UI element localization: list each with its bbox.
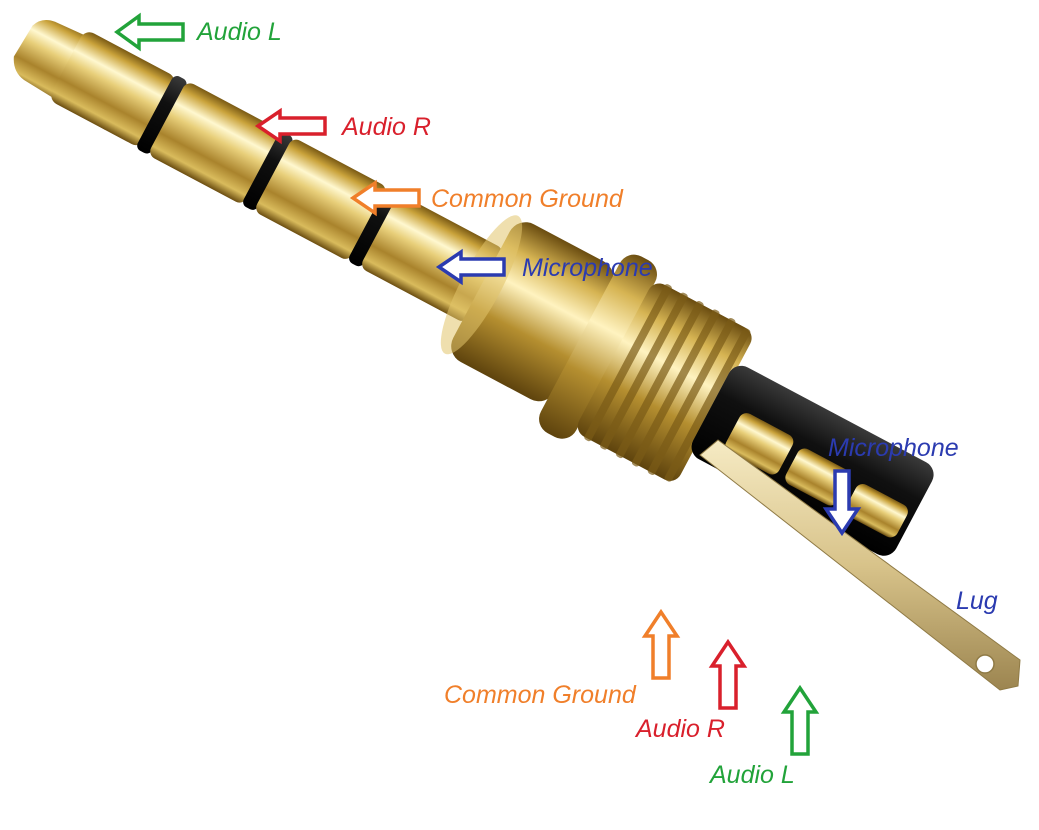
label-plug-ground: Common Ground [431, 185, 624, 213]
insulator-ring-1 [137, 76, 187, 154]
label-pin-audio-r: Audio R [634, 715, 725, 743]
up-arrow-icon [641, 608, 681, 680]
plug-flange [539, 254, 657, 439]
label-pin-microphone: Microphone [828, 434, 959, 462]
label-lug: Lug [956, 587, 998, 615]
label-plug-microphone: Microphone [522, 254, 653, 282]
up-arrow-icon [780, 684, 820, 756]
plug-ring-2 [256, 139, 386, 259]
up-arrow-icon [708, 638, 748, 710]
lug-hole [975, 654, 995, 674]
insulator-ring-3 [349, 188, 399, 267]
label-plug-audio-l: Audio L [195, 18, 282, 46]
left-arrow-icon [114, 12, 185, 52]
rear-pin-audio-l [845, 484, 908, 538]
plug-collar-face [440, 215, 523, 355]
plug-tip-section [51, 32, 175, 146]
plug-assembly [13, 20, 934, 556]
microphone-lug [699, 439, 1021, 691]
down-arrow-icon [822, 469, 862, 537]
left-arrow-icon [254, 107, 327, 145]
plug-thread [577, 283, 752, 482]
label-plug-audio-r: Audio R [340, 113, 431, 141]
left-arrow-icon [435, 248, 506, 286]
label-pin-audio-l: Audio L [708, 761, 795, 789]
insulator-ring-2 [243, 132, 293, 210]
label-pin-ground: Common Ground [444, 681, 637, 709]
plug-ring-1 [150, 83, 280, 203]
left-arrow-icon [349, 179, 421, 217]
